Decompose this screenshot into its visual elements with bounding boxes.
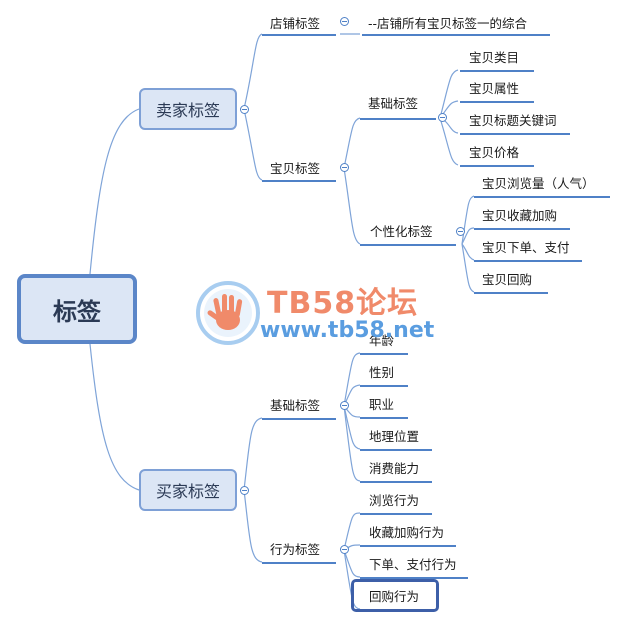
store-tag-note[interactable]: --店铺所有宝贝标签一的综合 <box>368 16 528 31</box>
seller-tag-label: 卖家标签 <box>155 101 220 120</box>
buyer-behavior-label[interactable]: 行为标签 <box>270 542 321 557</box>
list-item[interactable]: 年龄 <box>369 333 395 348</box>
list-item[interactable]: 宝贝价格 <box>469 145 520 160</box>
item-underline <box>360 577 468 579</box>
item-underline <box>474 260 582 262</box>
store-tag-underline <box>262 34 336 36</box>
item-underline <box>474 228 570 230</box>
store-tag-label[interactable]: 店铺标签 <box>270 16 321 31</box>
item-underline <box>460 70 534 72</box>
list-item[interactable]: 消费能力 <box>369 461 420 476</box>
seller-basic-label[interactable]: 基础标签 <box>368 96 419 111</box>
seller-basic-underline <box>360 118 436 120</box>
item-underline <box>474 292 548 294</box>
collapse-icon[interactable] <box>240 486 249 495</box>
list-item[interactable]: 回购行为 <box>369 589 420 604</box>
seller-tag-node[interactable]: 卖家标签 <box>139 88 237 130</box>
root-node[interactable]: 标签 <box>17 274 137 344</box>
seller-personal-underline <box>360 244 456 246</box>
selected-node-outline[interactable] <box>351 579 439 612</box>
seller-personal-label[interactable]: 个性化标签 <box>370 224 433 239</box>
collapse-icon[interactable] <box>340 545 349 554</box>
collapse-icon[interactable] <box>340 163 349 172</box>
collapse-icon[interactable] <box>340 17 349 26</box>
buyer-basic-label[interactable]: 基础标签 <box>270 398 321 413</box>
item-underline <box>360 545 456 547</box>
list-item[interactable]: 职业 <box>369 397 395 412</box>
collapse-icon[interactable] <box>438 113 447 122</box>
list-item[interactable]: 宝贝类目 <box>469 50 520 65</box>
item-underline <box>460 133 570 135</box>
list-item[interactable]: 宝贝回购 <box>482 272 533 287</box>
store-tag-note-underline <box>362 34 550 36</box>
list-item[interactable]: 浏览行为 <box>369 493 420 508</box>
buyer-basic-underline <box>262 418 336 420</box>
item-underline <box>360 385 408 387</box>
list-item[interactable]: 宝贝收藏加购 <box>482 208 558 223</box>
list-item[interactable]: 宝贝下单、支付 <box>482 240 570 255</box>
list-item[interactable]: 性别 <box>369 365 395 380</box>
list-item[interactable]: 收藏加购行为 <box>369 525 445 540</box>
collapse-icon[interactable] <box>340 401 349 410</box>
item-underline <box>360 449 432 451</box>
item-underline <box>474 196 610 198</box>
buyer-tag-label: 买家标签 <box>155 482 220 501</box>
collapse-icon[interactable] <box>240 105 249 114</box>
list-item[interactable]: 宝贝属性 <box>469 81 520 96</box>
collapse-icon[interactable] <box>456 227 465 236</box>
item-tag-underline <box>262 180 336 182</box>
list-item[interactable]: 地理位置 <box>369 429 420 444</box>
buyer-behavior-underline <box>262 562 336 564</box>
root-label: 标签 <box>53 297 101 326</box>
list-item[interactable]: 宝贝标题关键词 <box>469 113 557 128</box>
list-item[interactable]: 下单、支付行为 <box>369 557 457 572</box>
item-underline <box>360 353 408 355</box>
list-item[interactable]: 宝贝浏览量（人气） <box>482 176 595 191</box>
item-underline <box>460 101 534 103</box>
item-underline <box>360 481 432 483</box>
item-underline <box>360 417 408 419</box>
buyer-tag-node[interactable]: 买家标签 <box>139 469 237 511</box>
item-tag-label[interactable]: 宝贝标签 <box>270 161 321 176</box>
item-underline <box>460 165 534 167</box>
item-underline <box>360 513 432 515</box>
